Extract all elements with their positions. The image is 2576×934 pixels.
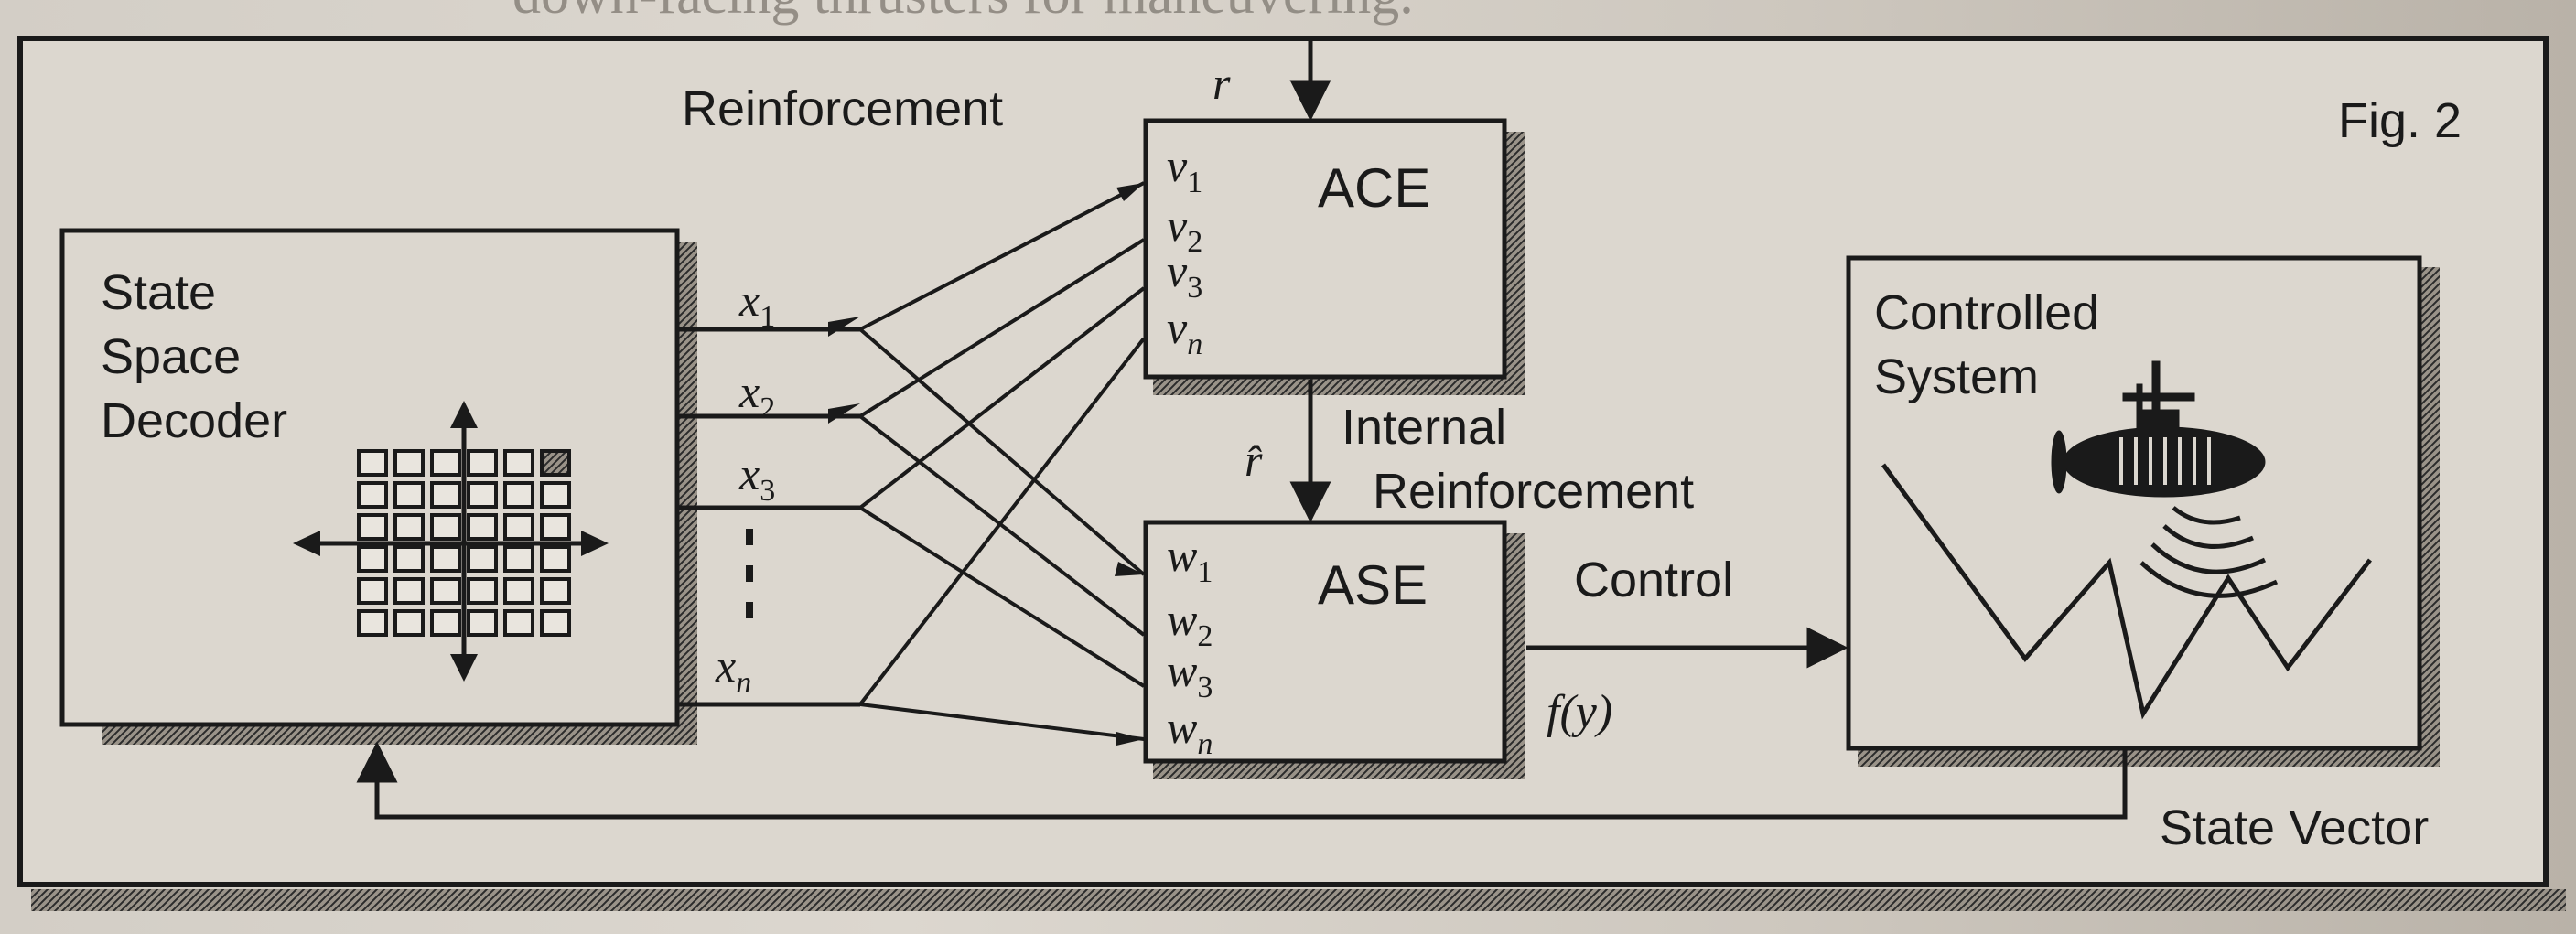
- state-signal-arrowheads: [828, 317, 860, 424]
- ace-input-1-subscript: 1: [1187, 166, 1202, 199]
- control-label: Control: [1574, 553, 1733, 607]
- ace-label: ACE: [1318, 157, 1430, 219]
- state-vector-feedback-line: [356, 741, 2128, 820]
- state-signal-2: x: [738, 366, 760, 417]
- state-space-decoder-box: [59, 228, 680, 727]
- decoder-box-shadow-bottom: [102, 725, 697, 745]
- ace-input-3-subscript: 3: [1187, 271, 1202, 305]
- weight-connection-lines: [858, 181, 1146, 741]
- figure-frame-shadow: [31, 889, 2566, 911]
- ace-input-3: v: [1167, 245, 1188, 296]
- svg-text:x3: x3: [738, 448, 775, 508]
- svg-text:xn: xn: [715, 640, 751, 700]
- svg-text:vn: vn: [1167, 302, 1202, 361]
- ase-input-3-subscript: 3: [1197, 671, 1213, 704]
- ase-input-n: w: [1167, 702, 1197, 753]
- state-signal-n-subscript: n: [736, 666, 751, 700]
- decoder-label-line2: Space: [101, 329, 241, 384]
- ace-input-2-subscript: 2: [1187, 225, 1202, 259]
- ace-box-shadow-right: [1506, 132, 1525, 388]
- ace-input-2: v: [1167, 199, 1188, 251]
- ase-input-3: w: [1167, 645, 1197, 696]
- state-signal-1-subscript: 1: [760, 300, 775, 334]
- state-signal-labels: x1 x2 x3 xn: [715, 274, 775, 700]
- svg-text:w3: w3: [1167, 645, 1213, 704]
- decoder-direction-arrows-icon: [293, 401, 609, 682]
- ace-input-n-subscript: n: [1187, 327, 1202, 361]
- svg-text:x1: x1: [738, 274, 775, 334]
- decoder-label-line3: Decoder: [101, 393, 287, 448]
- ase-input-n-subscript: n: [1197, 727, 1213, 761]
- terrain-line-icon: [1881, 463, 2372, 720]
- ase-inputs: w1 w2 w3 wn: [1167, 530, 1213, 761]
- ase-box: [1143, 520, 1507, 764]
- decoder-label-line1: State: [101, 265, 216, 320]
- state-signal-3-subscript: 3: [760, 474, 775, 508]
- reinforcement-label: Reinforcement: [682, 81, 1003, 136]
- internal-reinforcement-line2: Reinforcement: [1373, 464, 1694, 519]
- ase-input-1: w: [1167, 530, 1197, 581]
- internal-reinforcement-line1: Internal: [1342, 400, 1506, 455]
- sonar-waves-icon: [2139, 506, 2279, 598]
- figure-label: Fig. 2: [2338, 93, 2462, 148]
- controlled-system-line2: System: [1874, 349, 2039, 404]
- ase-box-shadow-bottom: [1153, 761, 1525, 779]
- reinforcement-symbol: r: [1213, 58, 1231, 109]
- state-signal-1: x: [738, 274, 760, 326]
- state-signal-ellipsis: [746, 529, 753, 618]
- ase-box-shadow-right: [1506, 533, 1525, 774]
- ase-label: ASE: [1318, 554, 1428, 616]
- ace-box-shadow-bottom: [1153, 377, 1525, 395]
- svg-text:w2: w2: [1167, 594, 1213, 653]
- control-function: f(y): [1547, 686, 1612, 738]
- ase-input-2-subscript: 2: [1197, 619, 1213, 653]
- ace-input-1: v: [1167, 140, 1188, 191]
- svg-text:v1: v1: [1167, 140, 1202, 199]
- svg-text:v3: v3: [1167, 245, 1202, 305]
- ace-input-n: v: [1167, 302, 1188, 353]
- controlled-system-shadow-bottom: [1858, 748, 2440, 767]
- ase-input-1-subscript: 1: [1197, 555, 1213, 589]
- state-signal-2-subscript: 2: [760, 392, 775, 425]
- ase-input-2: w: [1167, 594, 1197, 645]
- controlled-system-shadow-right: [2421, 267, 2440, 759]
- submarine-window-stripes: [2119, 437, 2211, 485]
- decoder-grid-icon: [357, 449, 571, 637]
- state-signal-n: x: [715, 640, 736, 692]
- controlled-system-line1: Controlled: [1874, 285, 2099, 340]
- svg-text:wn: wn: [1167, 702, 1213, 761]
- ace-inputs: v1 v2 v3 vn: [1167, 140, 1202, 361]
- internal-reinforcement-symbol: r̂: [1245, 435, 1263, 486]
- state-signal-3: x: [738, 448, 760, 499]
- background-text-top: down-facing thrusters for maneuvering.: [512, 0, 1414, 26]
- decoder-box-shadow-right: [679, 242, 697, 737]
- weight-connection-arrowheads: [1115, 183, 1144, 746]
- svg-text:v2: v2: [1167, 199, 1202, 259]
- svg-text:w1: w1: [1167, 530, 1213, 589]
- state-vector-label: State Vector: [2160, 800, 2429, 855]
